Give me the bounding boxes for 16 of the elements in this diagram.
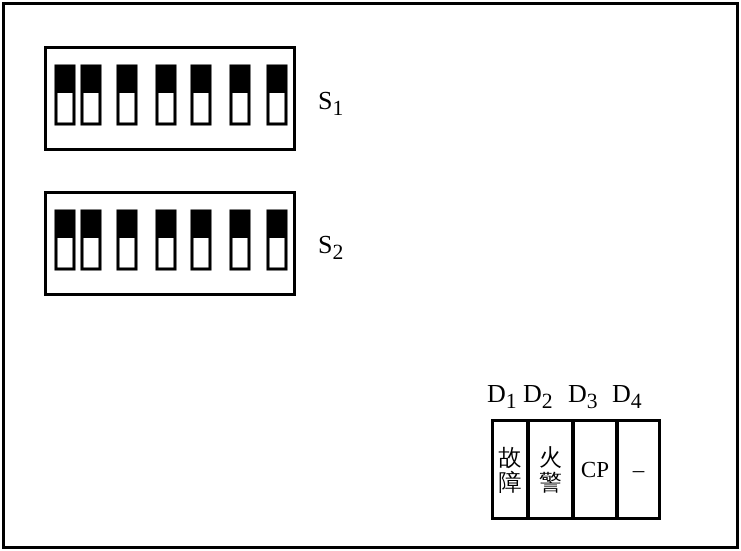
dip-switch-block xyxy=(44,46,296,151)
indicator-label: 故障 xyxy=(498,444,522,494)
indicator-name: D$_{4}$ xyxy=(612,381,642,414)
switch-label: S$_{2}$ xyxy=(318,232,344,266)
indicator-label: – xyxy=(632,457,644,482)
dip-switch-block xyxy=(44,191,296,296)
switch-label: S$_{1}$ xyxy=(318,88,344,122)
indicator-cell xyxy=(616,419,661,520)
indicator-cell xyxy=(527,419,574,520)
indicator-name: D$_{1}$ xyxy=(487,381,517,414)
indicator-name: D$_{3}$ xyxy=(568,381,598,414)
indicator-cell xyxy=(491,419,529,520)
indicator-name: D$_{2}$ xyxy=(523,381,553,414)
indicator-label: CP xyxy=(580,457,610,482)
indicator-cell xyxy=(572,419,618,520)
indicator-label: 火警 xyxy=(538,444,562,494)
